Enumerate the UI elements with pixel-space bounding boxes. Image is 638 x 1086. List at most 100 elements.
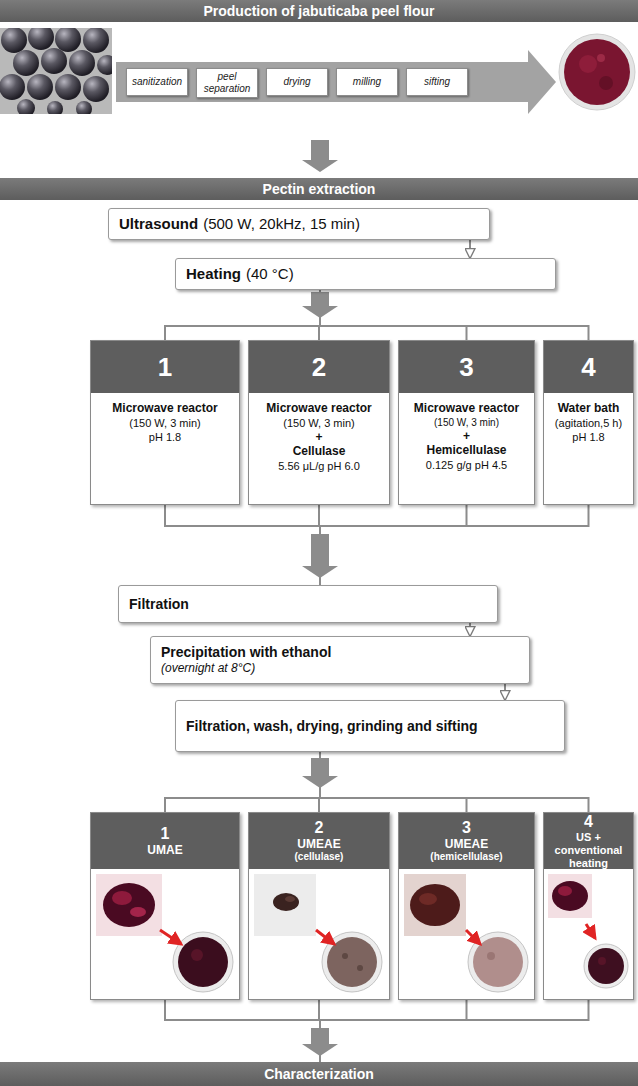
box-text: Filtration, wash, drying, grinding and s… <box>186 718 554 735</box>
red-arrow <box>466 930 480 944</box>
flow-connector <box>165 752 320 812</box>
extract-photo <box>548 874 592 918</box>
powder-texture <box>579 55 597 73</box>
powder-texture <box>357 965 363 971</box>
fruit <box>69 50 95 76</box>
box-text: Microwave reactor <box>266 401 371 416</box>
pectin-powder <box>588 948 624 984</box>
powder-texture <box>191 949 203 961</box>
box-text: Microwave reactor <box>414 401 519 416</box>
box-text: (150 W, 3 min) <box>434 416 499 429</box>
flow-connector <box>320 752 589 812</box>
flow-connector <box>320 290 589 340</box>
flow-arrow <box>302 758 338 788</box>
result-box: 3UMEAE(hemicellulase) <box>398 812 535 1000</box>
box-text: peel separation <box>199 71 255 95</box>
box-text: Hemicellulase <box>426 443 506 458</box>
flow-connector <box>320 505 589 585</box>
box-heading: (cellulase) <box>295 851 344 863</box>
box-body <box>399 869 534 999</box>
fruit <box>97 55 112 75</box>
result-box: 2UMEAE(cellulase) <box>248 812 390 1000</box>
box-heading: UMEAE <box>445 837 488 851</box>
fruit <box>17 99 35 114</box>
extract-photo <box>254 874 316 936</box>
box-text: Microwave reactor <box>112 401 217 416</box>
pectin-powder <box>178 937 228 987</box>
pectin-powder <box>473 937 523 987</box>
box-body: Production of jabuticaba peel flour <box>203 3 434 20</box>
box-text: milling <box>353 76 381 88</box>
powder-texture <box>597 54 605 62</box>
box-body <box>91 869 239 999</box>
box-body <box>544 869 633 999</box>
box-heading: 2 <box>315 819 324 837</box>
pectin-paste <box>273 893 299 911</box>
box-text: (500 W, 20kHz, 15 min) <box>203 215 360 232</box>
flow-arrow <box>302 534 338 578</box>
flow-arrow <box>302 140 338 172</box>
box-body: Characterization <box>264 1066 374 1083</box>
fruit <box>27 74 53 100</box>
box-body: sanitization <box>132 76 182 88</box>
flow-connector <box>469 623 471 636</box>
box-header: 3 <box>399 341 534 393</box>
result-box: 4US + conventional heating <box>543 812 634 1000</box>
fruit <box>1 28 27 53</box>
powder-texture <box>598 957 606 965</box>
box-body: drying <box>283 76 310 88</box>
box-heading: 3 <box>462 819 471 837</box>
box-heading: US + conventional heating <box>547 831 630 870</box>
box-heading: 2 <box>312 352 326 382</box>
step-box: milling <box>336 68 398 96</box>
process-arrow <box>116 50 556 114</box>
powder-texture <box>487 952 495 960</box>
powder-texture <box>599 76 613 90</box>
process-box: Filtration <box>118 585 498 623</box>
box-body <box>249 869 389 999</box>
box-text: + <box>315 430 322 444</box>
box-header: 2 <box>249 341 389 393</box>
flour-powder <box>564 39 630 105</box>
flow-connector <box>469 240 471 258</box>
box-header: 1UMAE <box>91 813 239 869</box>
flow-connector <box>320 752 467 812</box>
fruit <box>28 28 54 50</box>
box-heading: 4 <box>581 352 595 382</box>
flow-connector <box>165 505 320 585</box>
fruit <box>55 74 81 100</box>
method-box: 2Microwave reactor(150 W, 3 min)+Cellula… <box>248 340 390 505</box>
box-text: + <box>463 429 470 443</box>
method-box: 4Water bath(agitation,5 h)pH 1.8 <box>543 340 634 505</box>
box-body: Ultrasound(500 W, 20kHz, 15 min) <box>119 215 479 233</box>
box-header: 4 <box>544 341 633 393</box>
flow-arrow <box>302 1028 338 1056</box>
box-body: Filtration <box>129 596 487 613</box>
method-box: 3Microwave reactor(150 W, 3 min)+Hemicel… <box>398 340 535 505</box>
box-text: Cellulase <box>293 444 346 459</box>
petri-dish <box>173 932 233 992</box>
box-text: Water bath <box>558 401 620 416</box>
pectin-paste <box>103 883 155 927</box>
box-heading: UMEAE <box>297 837 340 851</box>
box-heading: 1 <box>158 352 172 382</box>
method-box: 1Microwave reactor(150 W, 3 min)pH 1.8 <box>90 340 240 505</box>
process-box: Filtration, wash, drying, grinding and s… <box>175 700 565 752</box>
box-heading: 4 <box>584 813 593 831</box>
pectin-paste <box>130 907 146 917</box>
fruit <box>83 76 109 102</box>
box-text: pH 1.8 <box>149 430 181 444</box>
box-body: milling <box>353 76 381 88</box>
box-text: sanitization <box>132 76 182 88</box>
box-text: 5.56 μL/g pH 6.0 <box>278 459 360 473</box>
fruit <box>83 28 109 53</box>
petri-dish <box>584 944 628 988</box>
box-text: (150 W, 3 min) <box>283 416 355 430</box>
fruit <box>47 101 63 114</box>
box-text: Heating <box>186 265 241 282</box>
pectin-paste <box>112 891 132 905</box>
fruit <box>0 74 25 100</box>
fruit <box>41 48 67 74</box>
fruit <box>13 50 39 76</box>
box-heading: UMAE <box>147 843 182 857</box>
